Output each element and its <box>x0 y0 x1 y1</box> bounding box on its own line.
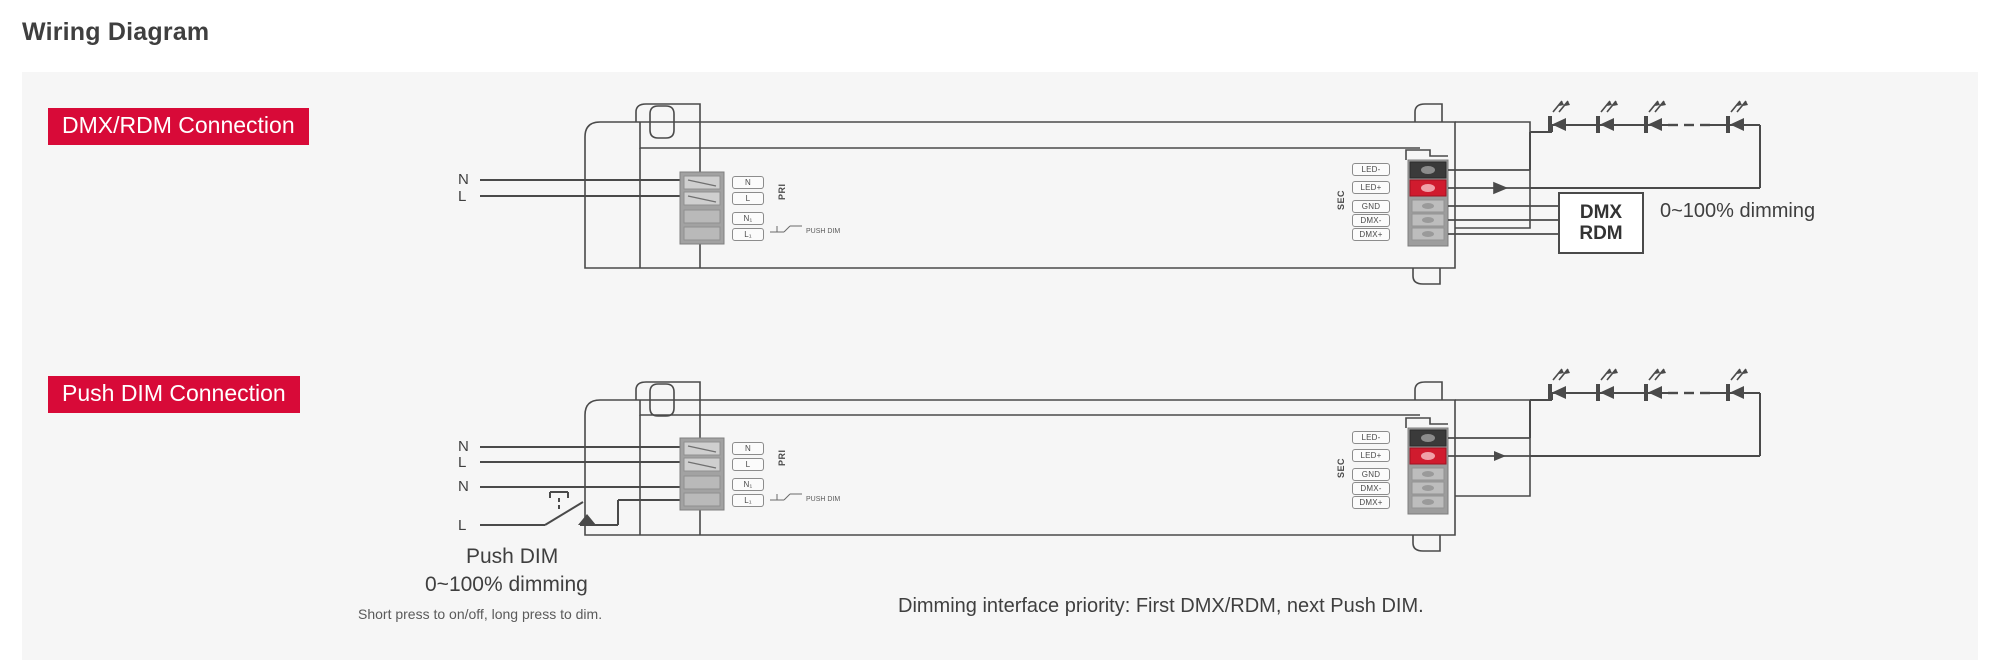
side-label-sec-push: SEC <box>1336 457 1346 478</box>
mains-label-l-push-1: L <box>458 454 467 471</box>
terminal-pad-l1-push: L₁ <box>732 494 764 507</box>
terminal-pad-l-push: L <box>732 458 764 471</box>
mains-label-l-push-2: L <box>458 517 467 534</box>
page-title: Wiring Diagram <box>22 18 210 46</box>
section-badge-push-dim: Push DIM Connection <box>48 376 300 413</box>
terminal-pad-l1-dmx: L₁ <box>732 228 764 241</box>
terminal-pad-dmx-minus-push: DMX- <box>1352 482 1390 495</box>
terminal-pad-gnd-dmx: GND <box>1352 200 1390 213</box>
mains-label-n-push-1: N <box>458 438 469 455</box>
push-dim-hint-dmx: PUSH DIM <box>806 228 841 235</box>
terminal-pad-led-minus-dmx: LED- <box>1352 163 1390 176</box>
terminal-pad-led-plus-push: LED+ <box>1352 449 1390 462</box>
mains-label-n-push-2: N <box>458 478 469 495</box>
terminal-pad-n1-push: N₁ <box>732 478 764 491</box>
terminal-pad-n1-dmx: N₁ <box>732 212 764 225</box>
push-dim-switch-caption: Push DIM <box>466 545 559 568</box>
terminal-pad-dmx-plus-push: DMX+ <box>1352 496 1390 509</box>
terminal-pad-led-plus-dmx: LED+ <box>1352 181 1390 194</box>
terminal-pad-gnd-push: GND <box>1352 468 1390 481</box>
side-label-pri-dmx: PRI <box>777 183 787 200</box>
push-dim-press-note: Short press to on/off, long press to dim… <box>358 606 603 622</box>
section-badge-dmx-rdm: DMX/RDM Connection <box>48 108 309 145</box>
terminal-pad-dmx-minus-dmx: DMX- <box>1352 214 1390 227</box>
dmx-rdm-line2: RDM <box>1579 223 1623 244</box>
dmx-rdm-line1: DMX <box>1579 201 1623 223</box>
terminal-pad-n-dmx: N <box>732 176 764 189</box>
terminal-pad-l-dmx: L <box>732 192 764 205</box>
mains-label-n-dmx: N <box>458 171 469 188</box>
mains-label-l-dmx: L <box>458 188 467 205</box>
push-dim-dimming-note: 0~100% dimming <box>425 573 588 596</box>
side-label-sec-dmx: SEC <box>1336 189 1346 210</box>
side-label-pri-push: PRI <box>777 449 787 466</box>
dimming-priority-note: Dimming interface priority: First DMX/RD… <box>898 595 1424 617</box>
diagram-panel <box>22 72 1978 660</box>
push-dim-hint-push: PUSH DIM <box>806 496 841 503</box>
dimming-note-dmx: 0~100% dimming <box>1660 200 1816 222</box>
dmx-rdm-controller-box: DMX RDM <box>1558 192 1644 254</box>
terminal-pad-n-push: N <box>732 442 764 455</box>
terminal-pad-dmx-plus-dmx: DMX+ <box>1352 228 1390 241</box>
terminal-pad-led-minus-push: LED- <box>1352 431 1390 444</box>
